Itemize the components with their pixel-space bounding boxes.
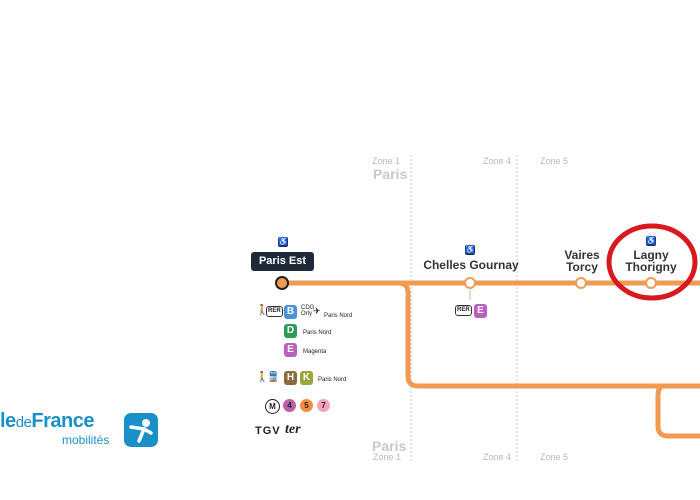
walking-icon: 🚶 [256,305,269,316]
zone1-label-top: Zone 1 [372,156,401,166]
lagny-line1: Lagny [633,248,669,262]
rer-icon: RER [455,305,472,316]
vaires-line1: Vaires [564,248,600,262]
paris-label-bottom: Paris [372,438,407,454]
brand-france: France [31,410,94,432]
zone4-label-bottom: Zone 4 [483,452,512,462]
idf-brand-sub: mobilités [62,433,110,447]
metro-7-badge: 7 [317,399,330,412]
brand-de: de [15,414,32,431]
paris-est-name: Paris Est [258,255,307,267]
zone1-label-bottom: Zone 1 [373,452,402,462]
rer-b-dest: Paris Nord [324,313,353,319]
chelles-gournay-name: Chelles Gournay [423,258,519,272]
idf-person-icon [124,413,158,447]
hk-dest: Paris Nord [318,377,347,383]
paris-label-top: Paris [373,166,408,182]
rer-e-dest: Magenta [303,349,327,355]
train-icon: 🚆 [267,372,280,383]
station-dot-vaires [575,277,587,289]
station-dot-lagny [645,277,657,289]
paris-est-label-box: Paris Est [251,252,314,271]
ter-logo: ter [285,422,301,437]
line-k-badge: K [300,371,313,385]
vaires-torcy-name: Vaires Torcy [553,249,611,273]
accessibility-icon: ♿ [278,237,288,247]
rer-b-note-orly: Orly [301,311,312,317]
rer-e-badge: E [284,343,297,357]
line-h-badge: H [284,371,297,385]
branch-line [397,280,700,389]
plane-icon: ✈ [313,306,321,316]
highlight-circle [606,223,698,301]
idf-brand-text: ledeFrance [0,410,94,433]
rer-d-dest: Paris Nord [303,330,332,336]
zone5-label-bottom: Zone 5 [540,452,569,462]
rer-d-badge: D [284,324,297,338]
accessibility-icon: ♿ [465,245,475,255]
station-dot-chelles [464,277,476,289]
rer-e-badge: E [474,304,487,318]
station-dot-paris-est [275,276,289,290]
rer-icon: RER [266,306,283,317]
vaires-line2: Torcy [566,260,598,274]
rer-b-airports: CDG Orly [301,305,314,317]
rer-b-note-cdg: CDG [301,305,315,311]
metro-4-badge: 4 [283,399,296,412]
metro-icon: M [265,399,280,414]
zone4-label-top: Zone 4 [483,156,512,166]
metro-5-badge: 5 [300,399,313,412]
accessibility-icon: ♿ [646,236,656,246]
zone5-label-top: Zone 5 [540,156,569,166]
lower-branch-line [655,383,700,439]
walking-icon: 🚶 [256,372,269,383]
tgv-logo: TGV [255,425,281,437]
lagny-line2: Thorigny [625,260,677,274]
rer-b-badge: B [284,305,297,319]
brand-le: le [0,410,16,432]
lagny-thorigny-name: Lagny Thorigny [620,249,682,273]
